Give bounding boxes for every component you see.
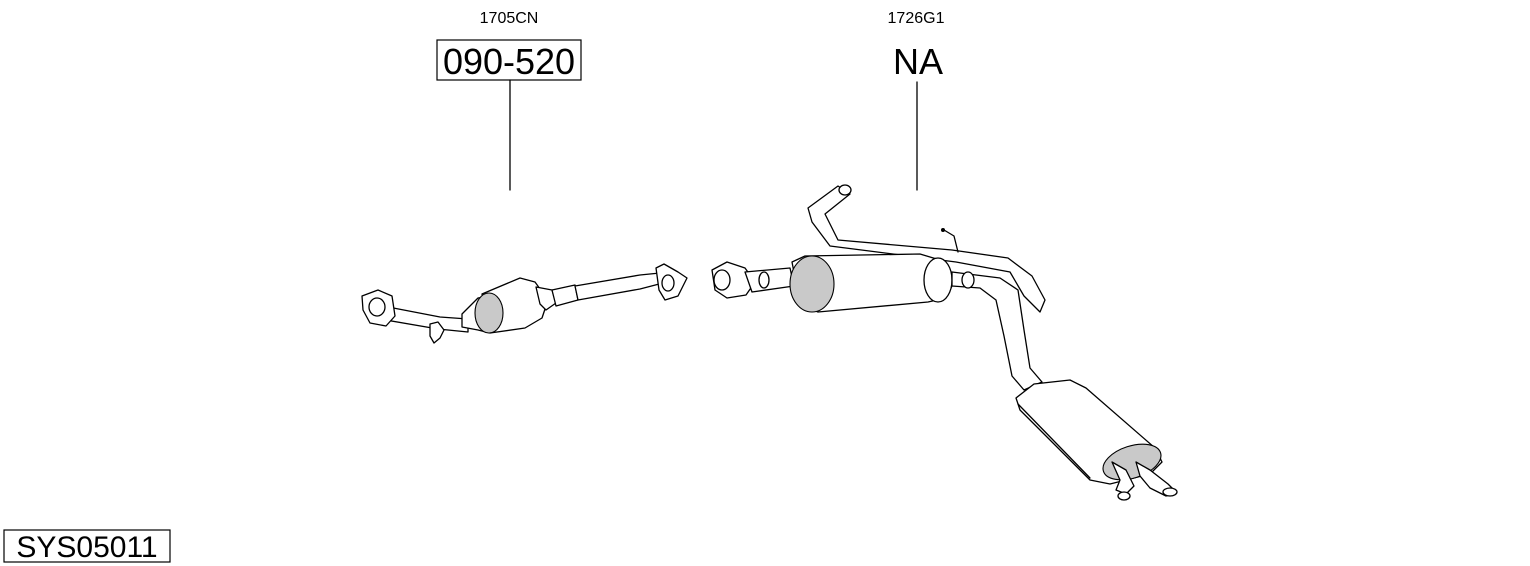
inlet-flange-hole <box>713 269 731 291</box>
converter-front-face <box>474 292 504 334</box>
part-label-catalytic-converter[interactable]: 1705CN 090-520 <box>436 10 582 82</box>
silencer-assembly-drawing[interactable] <box>711 184 1178 501</box>
part-code-box-1 <box>436 39 582 81</box>
part-ref-1: 1705CN <box>480 10 539 27</box>
system-code: SYS05011 <box>16 531 157 564</box>
part-ref-2: 1726G1 <box>888 10 945 27</box>
middle-silencer-rear-cap <box>923 257 953 303</box>
part-label-middle-rear-silencer[interactable]: 1726G1 NA <box>888 10 945 82</box>
tailpipe-left-tip <box>1117 491 1131 501</box>
front-flange-hole <box>368 297 386 317</box>
connecting-pipe <box>951 271 1043 391</box>
tailpipe-right-tip <box>1162 487 1178 497</box>
inlet-pipe-bead <box>758 271 770 289</box>
hanger-pin <box>943 229 959 253</box>
converter-rear-pipe <box>574 272 664 301</box>
middle-silencer-end-cap <box>789 255 835 313</box>
connecting-pipe-bead <box>961 271 975 289</box>
converter-outlet-cone <box>535 286 557 311</box>
catalytic-converter-drawing[interactable] <box>361 263 688 344</box>
rear-flange-hole <box>661 274 675 292</box>
hanger-bracket <box>429 321 445 344</box>
clamp-joint <box>551 284 579 307</box>
secondary-pipe-end <box>838 184 852 196</box>
part-code-1: 090-520 <box>443 41 575 82</box>
system-code-box <box>3 529 171 563</box>
hanger-pin-tip <box>941 228 945 232</box>
system-code-label: SYS05011 <box>3 529 171 564</box>
part-code-2: NA <box>893 41 943 82</box>
rear-silencer-edge <box>1017 403 1091 479</box>
